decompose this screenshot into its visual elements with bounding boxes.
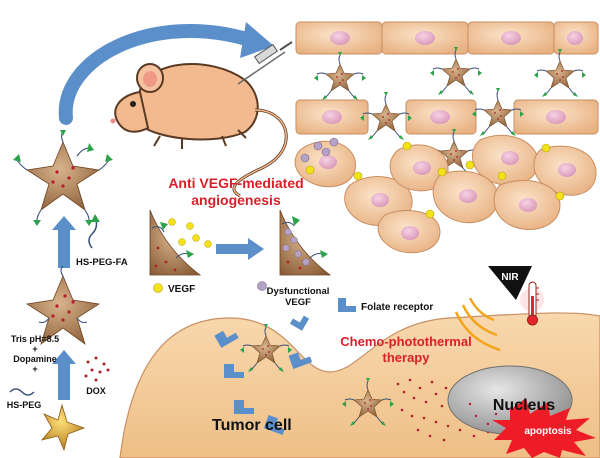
dysfunctional-vegf-legend-dot [257,281,267,291]
dysfunctional-label-line1: Dysfunctional [267,286,330,297]
chemo-photothermal-line2: therapy [383,350,431,365]
vegf-capture-after [279,209,332,276]
dox-dots-icon [84,356,110,382]
chemo-photothermal-line1: Chemo-photothermal [340,334,471,349]
tissue-vegf-dots [300,137,565,219]
tris-label: Tris pH=8.5 [11,334,59,344]
released-dox-dots [396,378,490,442]
synthesis-up-arrows [52,216,76,400]
tris-plus-1: + [32,344,37,354]
curved-arrow-to-mouse [58,24,257,125]
gold-nanostar [40,403,86,452]
thermometer-icon [520,281,544,326]
nir-label: NIR [501,272,519,283]
apoptosis-burst [492,398,596,458]
tumor-tissue-cells [294,134,597,254]
vegf-panel-arrow [216,238,264,260]
folate-receptor-label: Folate receptor [361,302,433,313]
tumor-cell-label: Tumor cell [212,417,292,434]
syringe-icon [237,41,293,85]
tris-plus-2: + [32,364,37,374]
anti-vegf-title-line1: Anti VEGF-mediated [168,175,303,191]
hs-peg-icon [9,388,35,396]
folate-receptor-icon [338,298,356,312]
vegf-legend-dot [153,283,163,293]
dox-label: DOX [86,386,106,396]
mouse-illustration [110,63,288,198]
apoptosis-label: apoptosis [524,426,572,437]
dopamine-label: Dopamine [13,354,57,364]
folate-receptors-on-membrane [214,315,313,435]
endothelial-cell-row-top [295,21,599,55]
pda-dox-nanostar [25,265,101,346]
vegf-capture-before [149,209,212,276]
anti-vegf-title-line2: angiogenesis [191,192,281,208]
vegf-label: VEGF [168,284,195,295]
functionalized-nanostar [13,130,113,226]
hs-peg-fa-label: HS-PEG-FA [76,257,128,268]
nir-light-source [454,266,532,352]
hs-peg-fa-ligand-icon [88,214,100,249]
nucleus-label: Nucleus [493,397,555,414]
dysfunctional-label-line2: VEGF [285,297,311,308]
hs-peg-label: HS-PEG [7,400,42,410]
endothelial-cell-row-middle [295,99,599,135]
